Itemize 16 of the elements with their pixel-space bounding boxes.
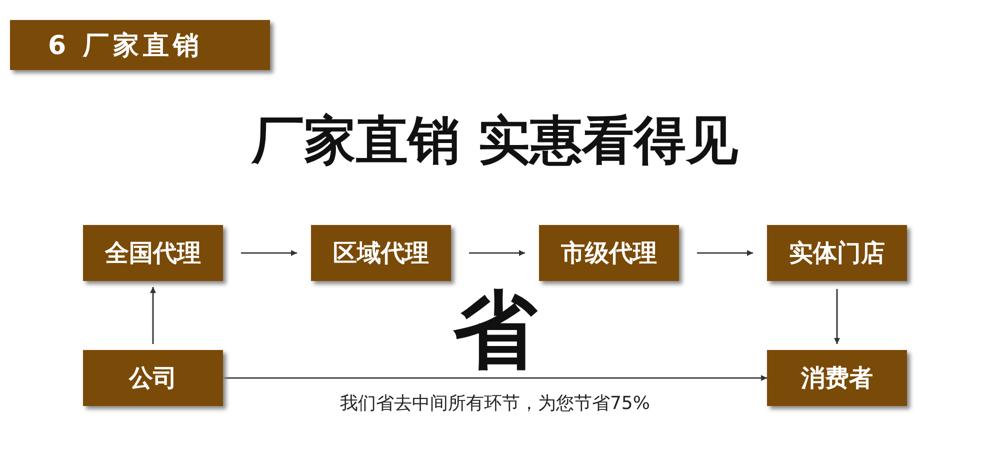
section-banner: 6 厂家直销 <box>10 20 270 70</box>
process-box: 市级代理 <box>539 225 679 281</box>
arrow <box>834 289 840 344</box>
arrow <box>241 250 297 256</box>
note-text: 我们省去中间所有环节，为您节省75% <box>338 392 651 415</box>
process-box: 实体门店 <box>767 225 907 281</box>
process-box: 消费者 <box>767 350 907 406</box>
process-box: 全国代理 <box>83 225 223 281</box>
arrow <box>150 287 156 344</box>
heading: 厂家直销 实惠看得见 <box>250 109 740 173</box>
process-box: 区域代理 <box>311 225 451 281</box>
arrow <box>697 250 753 256</box>
arrow <box>223 375 767 381</box>
process-box: 公司 <box>83 350 223 406</box>
arrow <box>469 250 525 256</box>
edge-label: 省 <box>453 288 537 372</box>
